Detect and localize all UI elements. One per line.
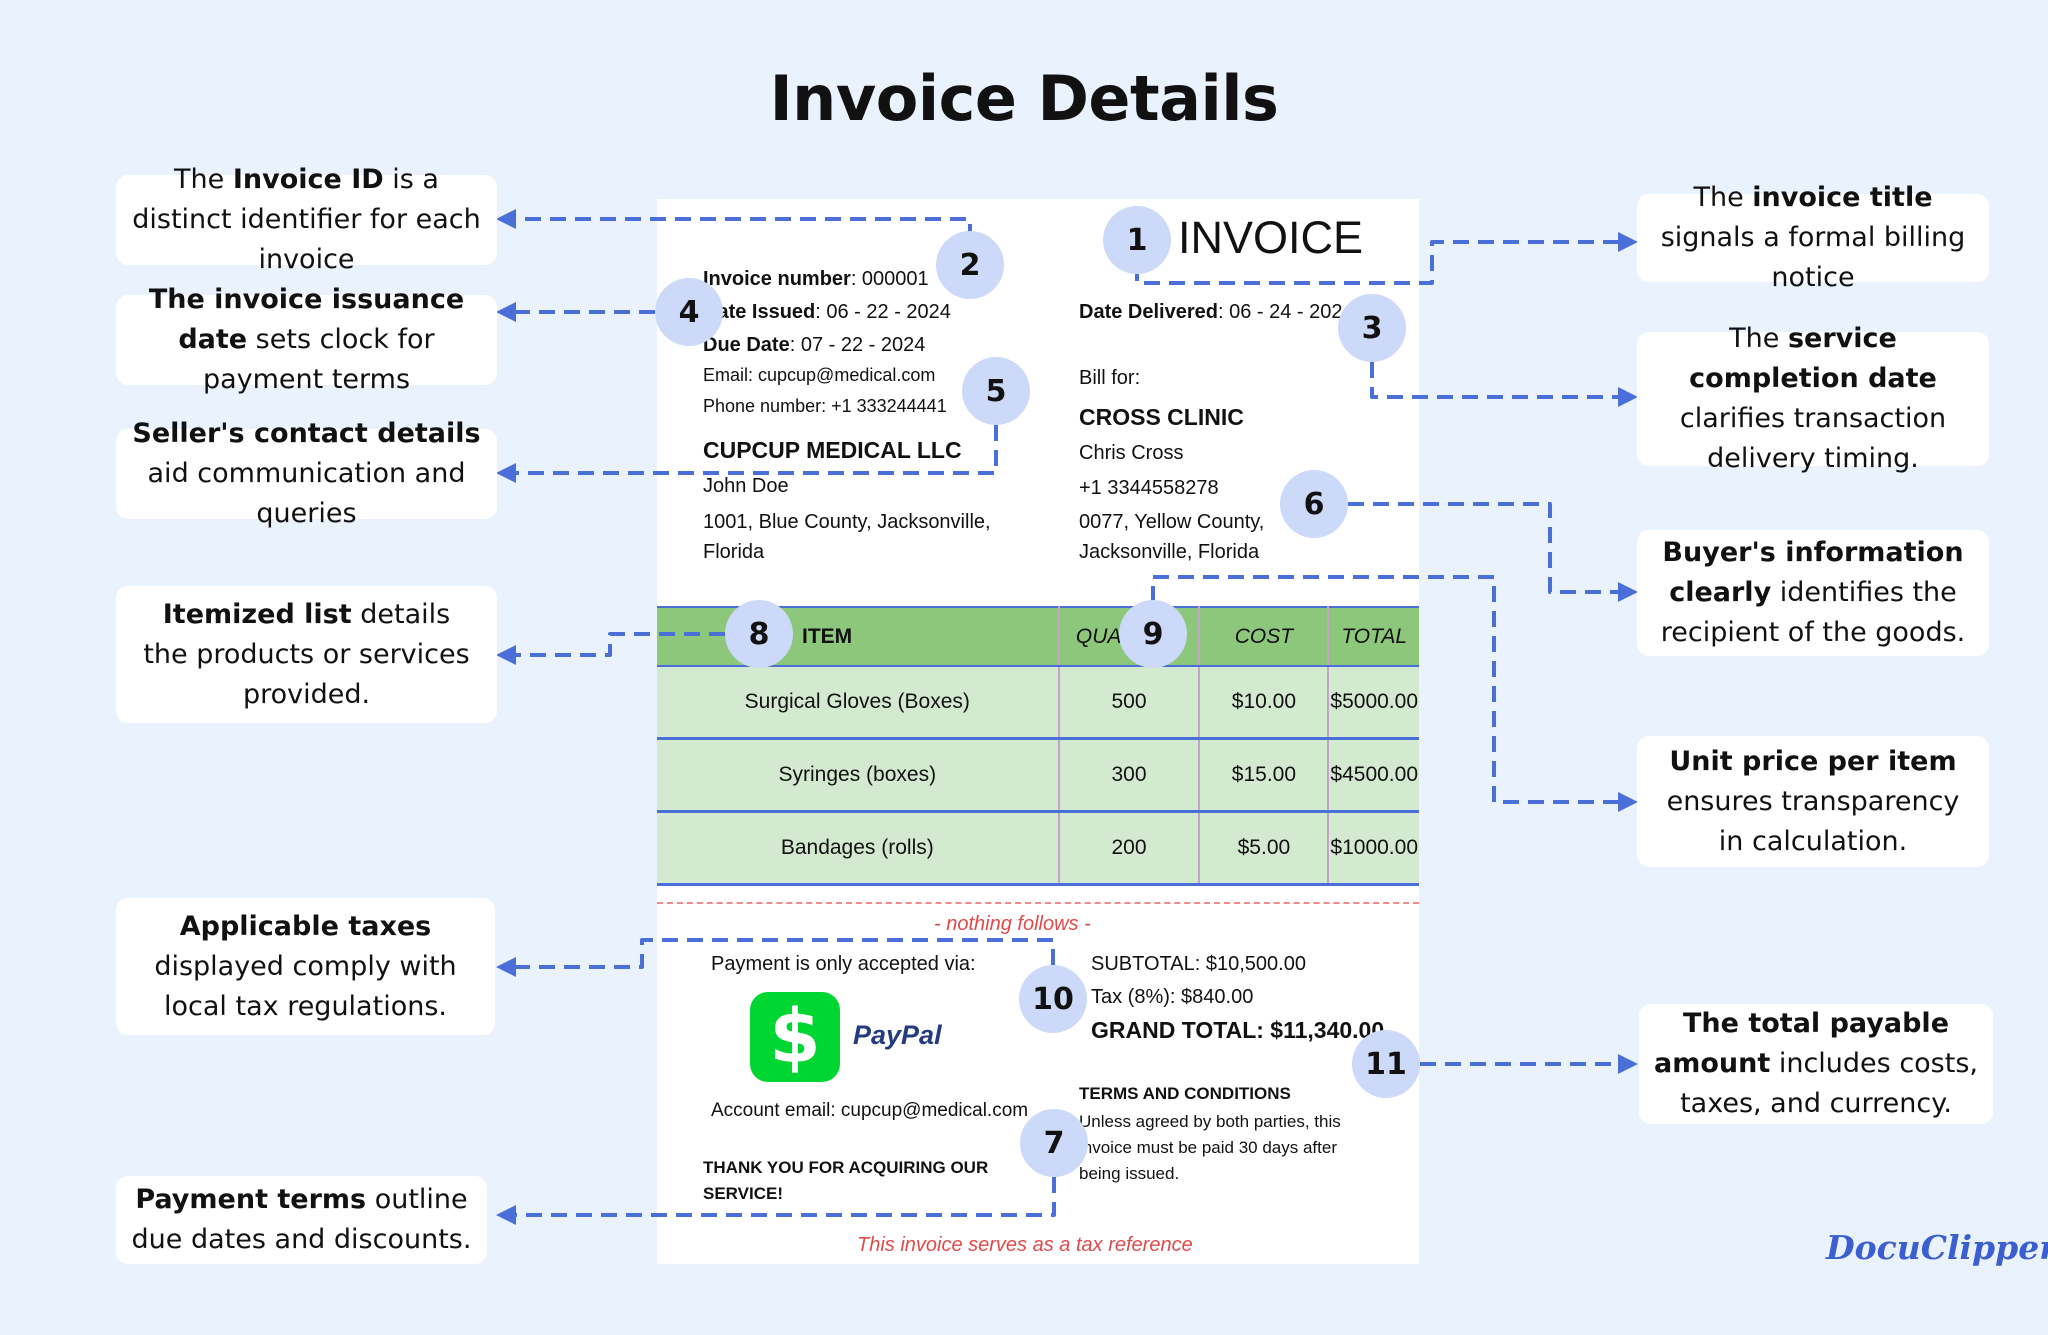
page-title: Invoice Details	[769, 62, 1279, 135]
invoice-heading: INVOICE	[1178, 212, 1364, 263]
seller-contact: John Doe	[703, 475, 789, 497]
terms-title: TERMS AND CONDITIONS	[1079, 1084, 1291, 1103]
nothing-follows-divider	[657, 902, 1419, 904]
callout-total-amount: The total payable amount includes costs,…	[1639, 1004, 1993, 1124]
callout-invoice-title: The invoice title signals a formal billi…	[1637, 182, 1989, 293]
callout-invoice-id: The Invoice ID is a distinct identifier …	[116, 164, 497, 275]
buyer-name: CROSS CLINIC	[1079, 404, 1244, 430]
cell-quantity: 200	[1058, 811, 1201, 886]
connector-8	[496, 632, 725, 665]
account-email: Account email: cupcup@medical.com	[711, 1100, 1029, 1121]
callout-unit-price: Unit price per item ensures transparency…	[1637, 736, 1989, 867]
nothing-follows-text: - nothing follows -	[934, 913, 1091, 935]
connector-1	[1135, 232, 1638, 285]
table-row: Syringes (boxes) 300 $15.00 $4500.00	[657, 738, 1419, 813]
callout-issuance-date: The invoice issuance date sets clock for…	[116, 284, 497, 395]
callout-buyer-info: Buyer's information clearly identifies t…	[1637, 530, 1989, 656]
badge-8: 8	[725, 600, 793, 668]
cell-total: $4500.00	[1328, 738, 1419, 813]
header-item: ITEM	[657, 606, 1060, 667]
terms-line-1: Unless agreed by both parties, this	[1079, 1112, 1341, 1131]
buyer-address-1: 0077, Yellow County,	[1079, 511, 1265, 533]
badge-11: 11	[1352, 1030, 1420, 1098]
payment-note: Payment is only accepted via:	[711, 953, 976, 975]
cell-item: Syringes (boxes)	[657, 738, 1060, 813]
date-issued: Date Issued: 06 - 22 - 2024	[703, 301, 951, 323]
cell-total: $5000.00	[1328, 666, 1419, 740]
cell-quantity: 500	[1058, 666, 1201, 740]
connector-7	[496, 1177, 1056, 1225]
thank-you-line-1: THANK YOU FOR ACQUIRING OUR	[703, 1158, 989, 1177]
bill-for-label: Bill for:	[1079, 367, 1141, 389]
tax-reference: This invoice serves as a tax reference	[857, 1234, 1193, 1256]
cell-item: Surgical Gloves (Boxes)	[657, 666, 1060, 740]
tax-line: Tax (8%): $840.00	[1091, 986, 1254, 1008]
badge-9: 9	[1119, 600, 1187, 668]
grand-total: GRAND TOTAL: $11,340.00	[1091, 1017, 1385, 1043]
badge-10: 10	[1019, 965, 1087, 1033]
cell-quantity: 300	[1058, 738, 1201, 813]
table-row: Bandages (rolls) 200 $5.00 $1000.00	[657, 811, 1419, 886]
cell-cost: $10.00	[1199, 666, 1330, 740]
seller-email: Email: cupcup@medical.com	[703, 365, 936, 385]
docuclipper-logo: DocuClipper	[1826, 1228, 2048, 1267]
seller-address-2: Florida	[703, 541, 765, 563]
connector-2	[496, 209, 972, 240]
thank-you-line-2: SERVICE!	[703, 1184, 783, 1203]
subtotal: SUBTOTAL: $10,500.00	[1091, 953, 1306, 975]
header-cost: COST	[1199, 606, 1330, 667]
buyer-contact: Chris Cross	[1079, 442, 1184, 464]
paypal-logo: PayPal	[853, 1020, 942, 1050]
cell-item: Bandages (rolls)	[657, 811, 1060, 886]
terms-line-3: being issued.	[1079, 1164, 1180, 1183]
due-date: Due Date: 07 - 22 - 2024	[703, 334, 926, 356]
connector-10	[496, 938, 1055, 977]
callout-itemized-list: Itemized list details the products or se…	[116, 586, 497, 723]
seller-address-1: 1001, Blue County, Jacksonville,	[703, 511, 991, 533]
cell-cost: $5.00	[1199, 811, 1330, 886]
connector-6	[1348, 502, 1638, 602]
badge-4: 4	[655, 278, 723, 346]
invoice-number: Invoice number: 000001	[703, 268, 929, 290]
table-row: Surgical Gloves (Boxes) 500 $10.00 $5000…	[657, 666, 1419, 740]
cell-cost: $15.00	[1199, 738, 1330, 813]
terms-line-2: invoice must be paid 30 days after	[1079, 1138, 1337, 1157]
callout-service-completion-date: The service completion date clarifies tr…	[1637, 323, 1989, 474]
date-delivered: Date Delivered: 06 - 24 - 2024	[1079, 301, 1354, 323]
buyer-address-2: Jacksonville, Florida	[1079, 541, 1260, 563]
badge-7: 7	[1020, 1109, 1088, 1177]
connector-5	[496, 425, 998, 483]
callout-seller-contact: Seller's contact details aid communicati…	[116, 418, 497, 529]
badge-6: 6	[1280, 470, 1348, 538]
cell-total: $1000.00	[1328, 811, 1419, 886]
callout-payment-terms: Payment terms outline due dates and disc…	[116, 1176, 487, 1264]
badge-3: 3	[1338, 294, 1406, 362]
badge-2: 2	[936, 231, 1004, 299]
cashapp-icon: $	[750, 992, 840, 1082]
items-table: ITEM QUANTITY COST TOTAL Surgical Gloves…	[657, 606, 1419, 886]
callout-taxes: Applicable taxes displayed comply with l…	[116, 898, 495, 1035]
buyer-phone: +1 3344558278	[1079, 477, 1219, 499]
connector-3	[1370, 362, 1638, 407]
seller-phone: Phone number: +1 333244441	[703, 396, 947, 416]
header-total: TOTAL	[1328, 606, 1419, 667]
badge-5: 5	[962, 357, 1030, 425]
connector-9	[1151, 575, 1638, 812]
seller-name: CUPCUP MEDICAL LLC	[703, 437, 962, 463]
badge-1: 1	[1103, 206, 1171, 274]
